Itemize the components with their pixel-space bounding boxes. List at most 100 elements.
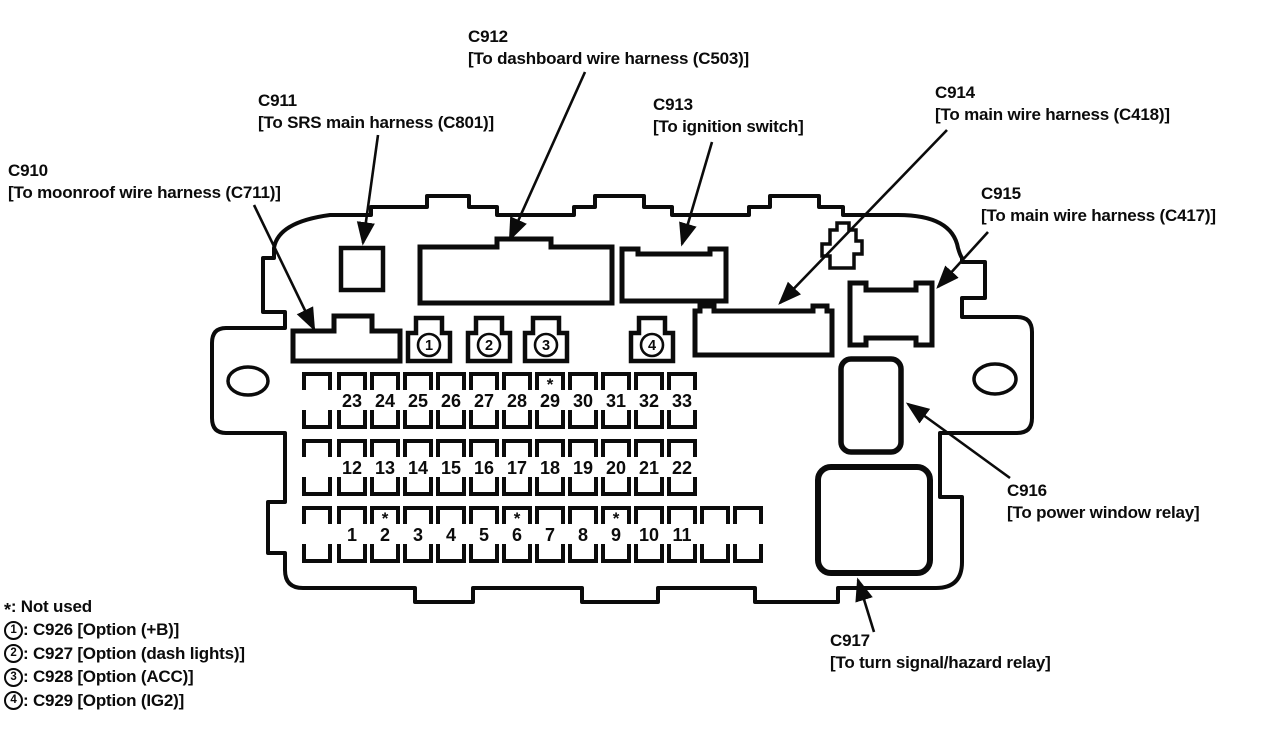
- option-connector-3: 3: [522, 315, 570, 364]
- fuse-number: 20: [606, 458, 626, 478]
- fuse-slot-bottom-bracket: [568, 544, 598, 563]
- fuse-slot-5: 5: [469, 506, 499, 563]
- connector-c911-shape: [338, 245, 386, 293]
- legend-text: : C928 [Option (ACC)]: [23, 667, 194, 687]
- circled-number-icon: 4: [4, 691, 23, 711]
- fuse-number: 24: [375, 391, 395, 411]
- fuse-slot-4: 4: [436, 506, 466, 563]
- fuse-number: 7: [545, 525, 555, 545]
- fuse-slot-top-bracket: [302, 439, 332, 457]
- fuse-slot-bottom-bracket: [337, 477, 367, 496]
- label-c914: C914 [To main wire harness (C418)]: [935, 82, 1170, 126]
- connector-desc: [To main wire harness (C417)]: [981, 206, 1216, 225]
- fuse-slot-top-bracket: [370, 372, 400, 390]
- fuse-slot-bottom-bracket: [403, 477, 433, 496]
- fuse-slot-bottom-bracket: [469, 477, 499, 496]
- connector-desc: [To power window relay]: [1007, 503, 1200, 522]
- fuse-number: 23: [342, 391, 362, 411]
- fuse-slot-3: 3: [403, 506, 433, 563]
- fuse-not-used-marker: *: [514, 509, 521, 528]
- fuse-slot-top-bracket: [302, 372, 332, 390]
- right-mount-hole: [972, 362, 1018, 396]
- connector-id: C915: [981, 184, 1021, 203]
- connector-id: C913: [653, 95, 693, 114]
- fuse-slot-bottom-bracket: [337, 544, 367, 563]
- fuse-number: 28: [507, 391, 527, 411]
- label-c916: C916 [To power window relay]: [1007, 480, 1200, 524]
- fuse-slot-bottom-bracket: [535, 410, 565, 429]
- connector-id: C911: [258, 91, 297, 110]
- fuse-slot-9: 9*: [601, 506, 631, 563]
- fuse-slot-bottom-bracket: [370, 477, 400, 496]
- legend-text: : C926 [Option (+B)]: [23, 620, 180, 640]
- fuse-slot-blank: [733, 506, 763, 563]
- fuse-slot-bottom-bracket: [667, 544, 697, 563]
- leader-c911: [356, 134, 380, 246]
- connector-id: C916: [1007, 481, 1047, 500]
- fuse-slot-top-bracket: [370, 506, 400, 524]
- label-c917: C917 [To turn signal/hazard relay]: [830, 630, 1051, 674]
- fuse-slot-top-bracket: [337, 439, 367, 457]
- connector-id: C910: [8, 161, 48, 180]
- fuse-slot-top-bracket: [502, 506, 532, 524]
- fuse-slot-31: 31: [601, 372, 631, 429]
- fuse-number: 19: [573, 458, 593, 478]
- fuse-slot-top-bracket: [667, 506, 697, 524]
- fuse-number: 26: [441, 391, 461, 411]
- fuse-slot-top-bracket: [535, 439, 565, 457]
- fuse-number: 5: [479, 525, 489, 545]
- fuse-slot-top-bracket: [502, 439, 532, 457]
- fuse-slot-top-bracket: [337, 372, 367, 390]
- circled-number-icon: [533, 332, 559, 358]
- fuse-slot-11: 11: [667, 506, 697, 563]
- fuse-slot-16: 16: [469, 439, 499, 496]
- fuse-slot-10: 10: [634, 506, 664, 563]
- fuse-number: 4: [446, 525, 456, 545]
- fuse-slot-bottom-bracket: [403, 410, 433, 429]
- fuse-slot-22: 22: [667, 439, 697, 496]
- fuse-slot-bottom-bracket: [502, 544, 532, 563]
- fuse-slot-bottom-bracket: [302, 410, 332, 429]
- fuse-slot-top-bracket: [601, 372, 631, 390]
- label-c912: C912 [To dashboard wire harness (C503)]: [468, 26, 749, 70]
- connector-desc: [To turn signal/hazard relay]: [830, 653, 1051, 672]
- label-c910: C910 [To moonroof wire harness (C711)]: [8, 160, 281, 204]
- fuse-slot-top-bracket: [568, 439, 598, 457]
- fuse-number: 27: [474, 391, 494, 411]
- fuse-slot-bottom-bracket: [337, 410, 367, 429]
- fuse-slot-bottom-bracket: [535, 477, 565, 496]
- fuse-number: 13: [375, 458, 395, 478]
- fuse-slot-bottom-bracket: [568, 410, 598, 429]
- leader-c914: [778, 129, 948, 305]
- fuse-slot-20: 20: [601, 439, 631, 496]
- fuse-slot-bottom-bracket: [502, 477, 532, 496]
- fuse-slot-blank: [302, 506, 332, 563]
- legend-line-not-used: *: Not used: [4, 595, 245, 619]
- fuse-slot-top-bracket: [370, 439, 400, 457]
- fuse-slot-17: 17: [502, 439, 532, 496]
- fuse-number: 17: [507, 458, 527, 478]
- fuse-number: 32: [639, 391, 659, 411]
- fuse-slot-bottom-bracket: [436, 410, 466, 429]
- fuse-slot-bottom-bracket: [634, 544, 664, 563]
- connector-c916-shape: [838, 356, 904, 455]
- fuse-slot-23: 23: [337, 372, 367, 429]
- fuse-slot-blank: [700, 506, 730, 563]
- fuse-slot-bottom-bracket: [568, 477, 598, 496]
- fuse-slot-15: 15: [436, 439, 466, 496]
- fuse-slot-bottom-bracket: [436, 477, 466, 496]
- connector-id: C914: [935, 83, 975, 102]
- fuse-slot-bottom-bracket: [535, 544, 565, 563]
- fuse-number: 14: [408, 458, 428, 478]
- fuse-slot-12: 12: [337, 439, 367, 496]
- fuse-slot-bottom-bracket: [634, 477, 664, 496]
- option-connector-1: 1: [405, 315, 453, 364]
- option-connector-2: 2: [465, 315, 513, 364]
- fuse-slot-14: 14: [403, 439, 433, 496]
- label-c915: C915 [To main wire harness (C417)]: [981, 183, 1216, 227]
- fuse-number: 1: [347, 525, 357, 545]
- connector-desc: [To ignition switch]: [653, 117, 804, 136]
